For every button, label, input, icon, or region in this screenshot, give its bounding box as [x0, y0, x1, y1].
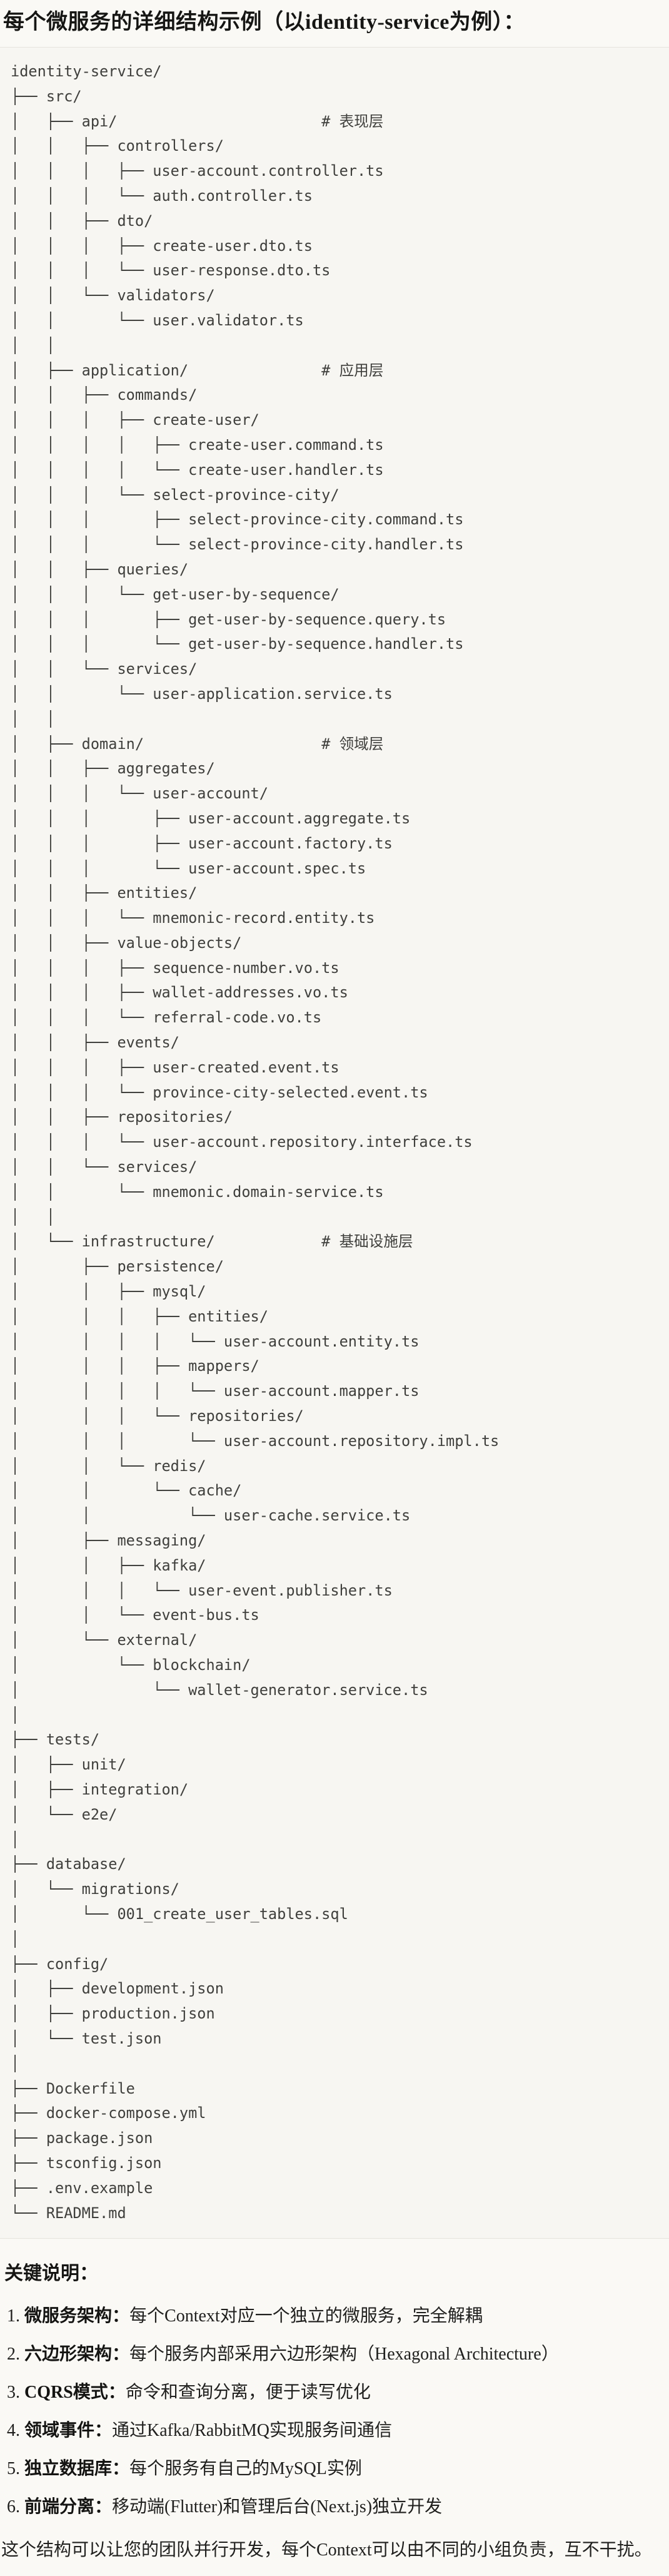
- key-notes-heading: 关键说明：: [4, 2263, 98, 2284]
- note-separator: ：: [112, 2306, 130, 2326]
- note-term: 前端分离: [24, 2497, 95, 2517]
- note-item-1: 1.微服务架构：每个Context对应一个独立的微服务，完全解耦: [4, 2304, 665, 2329]
- note-separator: ：: [112, 2459, 130, 2479]
- key-notes-section: 关键说明： 1.微服务架构：每个Context对应一个独立的微服务，完全解耦 2…: [0, 2260, 669, 2563]
- note-number: 4.: [7, 2421, 20, 2441]
- note-description: 命令和查询分离，便于读写优化: [125, 2383, 371, 2403]
- note-description: 每个Context对应一个独立的微服务，完全解耦: [129, 2306, 483, 2326]
- note-number: 2.: [7, 2344, 20, 2365]
- note-term: 六边形架构: [24, 2344, 113, 2365]
- note-term: 微服务架构: [24, 2306, 113, 2326]
- page-title: 每个微服务的详细结构示例（以identity-service为例）：: [3, 11, 525, 34]
- note-item-3: 3.CQRS模式：命令和查询分离，便于读写优化: [4, 2380, 665, 2405]
- note-description: 每个服务内部采用六边形架构（Hexagonal Architecture）: [129, 2344, 559, 2365]
- directory-tree-code-block: identity-service/ ├── src/ │ ├── api/ # …: [0, 47, 669, 2239]
- note-number: 6.: [7, 2497, 20, 2517]
- note-term: CQRS模式: [24, 2383, 108, 2403]
- note-item-4: 4.领域事件：通过Kafka/RabbitMQ实现服务间通信: [4, 2418, 665, 2443]
- note-term: 独立数据库: [24, 2459, 113, 2479]
- note-number: 3.: [7, 2383, 20, 2403]
- note-item-5: 5.独立数据库：每个服务有自己的MySQL实例: [4, 2456, 665, 2482]
- directory-tree-text: identity-service/ ├── src/ │ ├── api/ # …: [11, 63, 500, 2222]
- note-separator: ：: [108, 2383, 126, 2403]
- note-separator: ：: [94, 2421, 113, 2441]
- note-separator: ：: [112, 2344, 130, 2365]
- note-number: 5.: [7, 2459, 20, 2479]
- note-description: 每个服务有自己的MySQL实例: [129, 2459, 362, 2479]
- closing-paragraph: 这个结构可以让您的团队并行开发，每个Context可以由不同的小组负责，互不干扰…: [1, 2540, 652, 2560]
- note-term: 领域事件: [24, 2421, 95, 2441]
- note-separator: ：: [94, 2497, 113, 2517]
- note-item-2: 2.六边形架构：每个服务内部采用六边形架构（Hexagonal Architec…: [4, 2342, 665, 2367]
- note-description: 通过Kafka/RabbitMQ实现服务间通信: [112, 2421, 392, 2441]
- note-number: 1.: [7, 2306, 20, 2326]
- note-item-6: 6.前端分离：移动端(Flutter)和管理后台(Next.js)独立开发: [4, 2495, 665, 2520]
- note-description: 移动端(Flutter)和管理后台(Next.js)独立开发: [112, 2497, 443, 2517]
